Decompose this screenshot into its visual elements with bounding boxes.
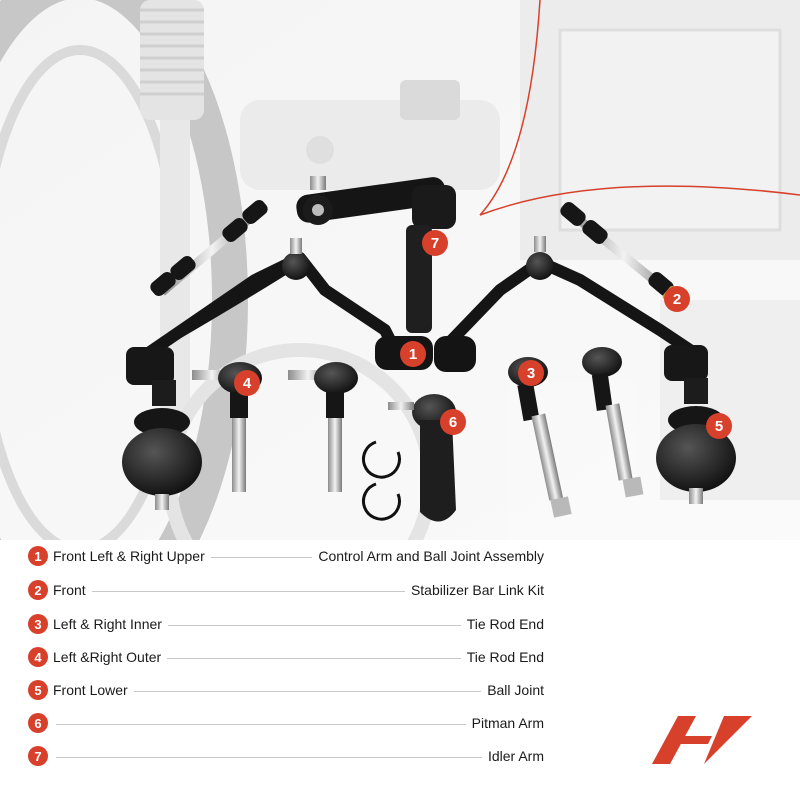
lower-ball-joint-left [122,380,202,510]
legend-number-badge: 4 [28,647,48,667]
legend-part-name: Tie Rod End [460,616,544,632]
red-accent-curve [479,0,800,216]
legend-position-text: Front [53,582,92,598]
legend-number-badge: 2 [28,580,48,600]
legend-divider [56,557,540,558]
snap-rings [362,440,401,521]
legend-row-6: 6 Pitman Arm [28,712,544,736]
legend-row-3: 3 Left & Right Inner Tie Rod End [28,613,544,637]
callout-3: 3 [518,360,544,386]
legend-divider [56,591,540,592]
legend-part-name: Control Arm and Ball Joint Assembly [312,548,544,564]
legend-row-5: 5 Front Lower Ball Joint [28,679,544,703]
legend-position-text: Front Lower [53,682,134,698]
callout-1: 1 [400,341,426,367]
legend-position-text: Left & Right Inner [53,616,168,632]
callout-7: 7 [422,230,448,256]
legend-number-badge: 3 [28,614,48,634]
pitman-arm-part [388,394,456,522]
legend-position-text: Left &Right Outer [53,649,168,665]
callout-4: 4 [234,370,260,396]
upper-control-arm-right [434,236,708,381]
legend-divider [56,724,540,725]
legend-part-name: Ball Joint [481,682,544,698]
legend-row-2: 2 Front Stabilizer Bar Link Kit [28,579,544,603]
legend-part-name: Idler Arm [481,748,544,764]
legend-part-name: Tie Rod End [460,649,544,665]
legend-divider [56,691,540,692]
legend-row-7: 7 Idler Arm [28,745,544,769]
outer-tie-rod-center [288,362,358,492]
parts-illustration [0,0,800,540]
inner-tie-rod-right [582,347,644,498]
stabilizer-link-left [150,199,268,297]
legend-number-badge: 5 [28,680,48,700]
legend-position-text: Front Left & Right Upper [53,548,211,564]
parts-photo [0,0,800,540]
legend-number-badge: 1 [28,546,48,566]
legend-part-name: Pitman Arm [465,715,544,731]
legend-divider [56,658,540,659]
callout-2: 2 [664,286,690,312]
callout-6: 6 [440,409,466,435]
brand-logo-icon [652,710,776,766]
legend-number-badge: 6 [28,713,48,733]
legend-part-name: Stabilizer Bar Link Kit [404,582,544,598]
legend-divider [56,757,540,758]
callout-5: 5 [706,413,732,439]
legend-divider [56,625,540,626]
legend-row-4: 4 Left &Right Outer Tie Rod End [28,646,544,670]
legend-row-1: 1 Front Left & Right Upper Control Arm a… [28,545,544,569]
legend-number-badge: 7 [28,746,48,766]
